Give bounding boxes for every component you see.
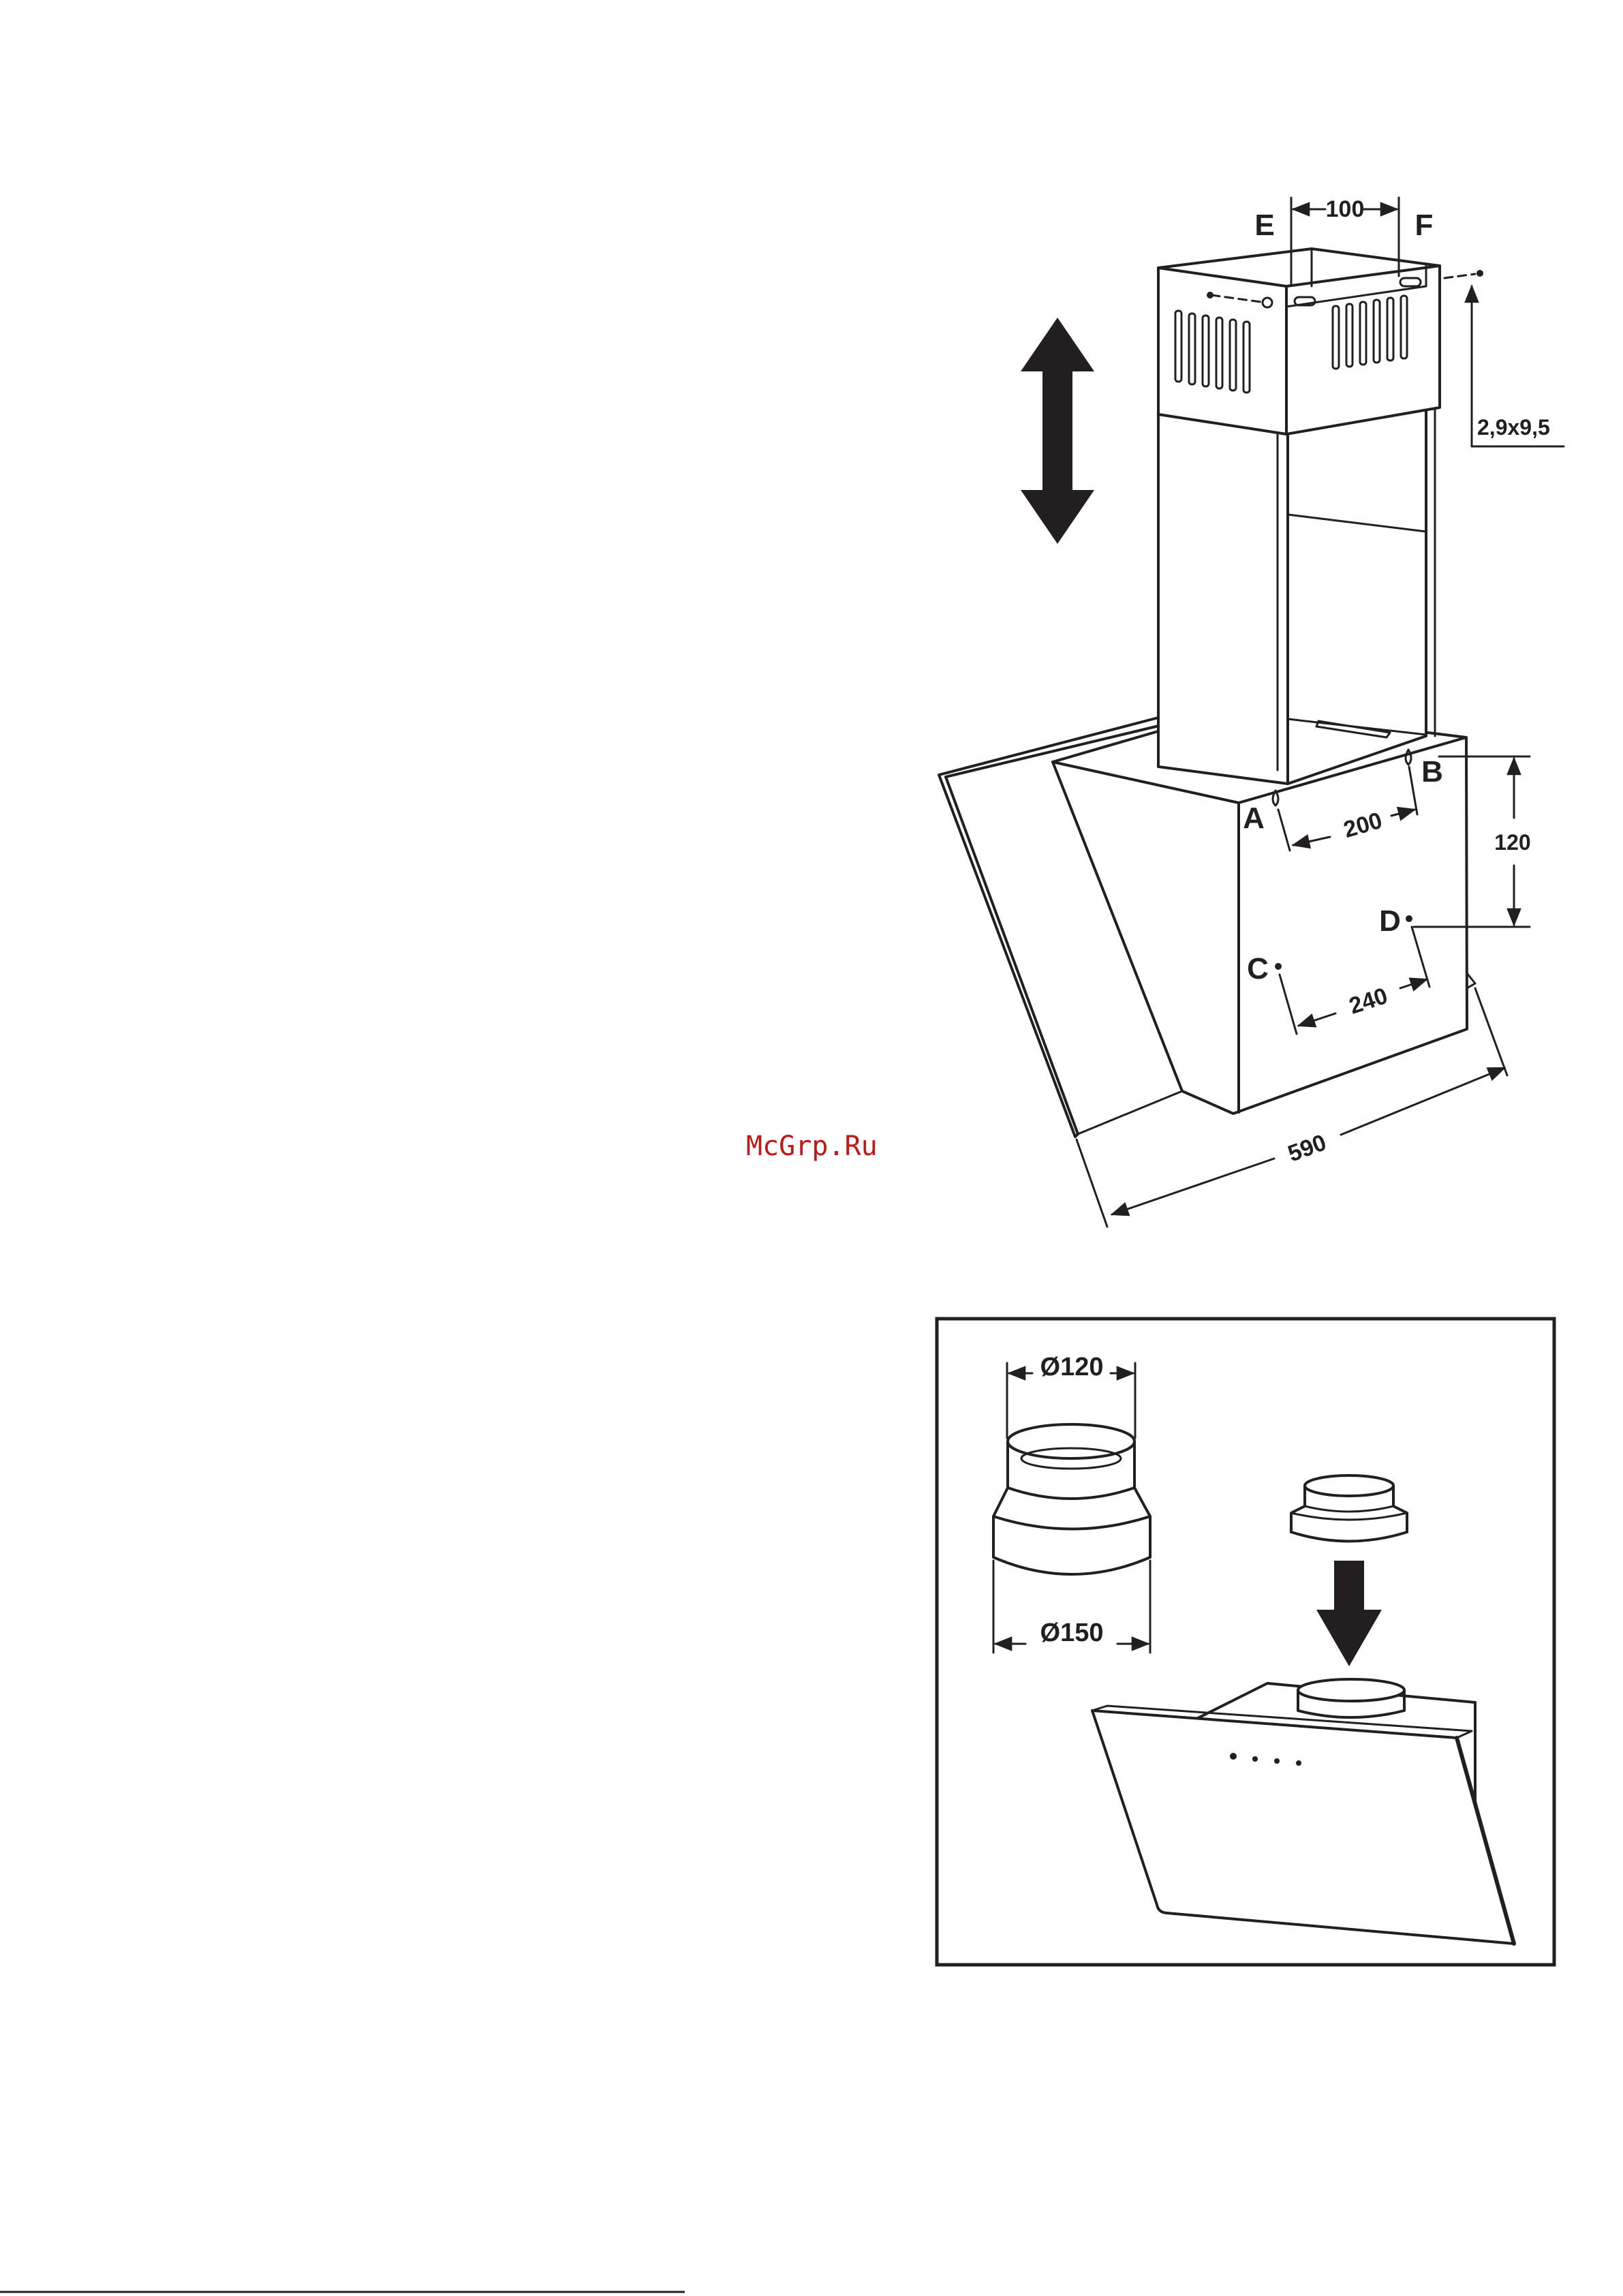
hole-d bbox=[1406, 915, 1412, 922]
control-button-1 bbox=[1230, 1753, 1237, 1760]
control-button-2 bbox=[1252, 1756, 1258, 1762]
hood-with-collar bbox=[1092, 1679, 1514, 1944]
dimension-EF: 100 bbox=[1291, 196, 1399, 285]
label-d: D bbox=[1379, 904, 1401, 938]
insert-down-arrow-icon bbox=[1316, 1561, 1382, 1666]
label-e: E bbox=[1254, 209, 1274, 242]
dim-top-diameter-value: Ø120 bbox=[1040, 1353, 1104, 1381]
chimney-upper-duct bbox=[1158, 249, 1440, 434]
label-f: F bbox=[1415, 209, 1434, 242]
control-button-4 bbox=[1296, 1760, 1301, 1766]
height-adjust-arrow-icon bbox=[1021, 318, 1094, 544]
dim-width-value: 590 bbox=[1284, 1129, 1329, 1167]
dim-ef-value: 100 bbox=[1326, 196, 1365, 222]
dim-bottom-diameter-value: Ø150 bbox=[1040, 1619, 1104, 1647]
label-a: A bbox=[1243, 801, 1265, 835]
adapter-ring-large bbox=[993, 1424, 1150, 1574]
hole-c bbox=[1275, 963, 1282, 970]
figure-adapter: Ø120 Ø150 bbox=[937, 1319, 1554, 1965]
chimney-lower-duct bbox=[1158, 406, 1435, 784]
dim-vertical-value: 120 bbox=[1494, 830, 1530, 855]
screw-size-callout: 2,9x9,5 bbox=[1472, 286, 1564, 446]
label-c: C bbox=[1247, 952, 1269, 985]
figure-hood-chimney: 100 E F 2,9x9,5 A B C D 200 bbox=[939, 196, 1564, 1227]
control-button-3 bbox=[1274, 1758, 1280, 1764]
screw-right bbox=[1444, 270, 1483, 278]
label-b: B bbox=[1421, 755, 1443, 789]
screw-size-value: 2,9x9,5 bbox=[1477, 415, 1550, 440]
adapter-ring-small bbox=[1291, 1475, 1407, 1542]
watermark: McGrp.Ru bbox=[746, 1131, 878, 1162]
